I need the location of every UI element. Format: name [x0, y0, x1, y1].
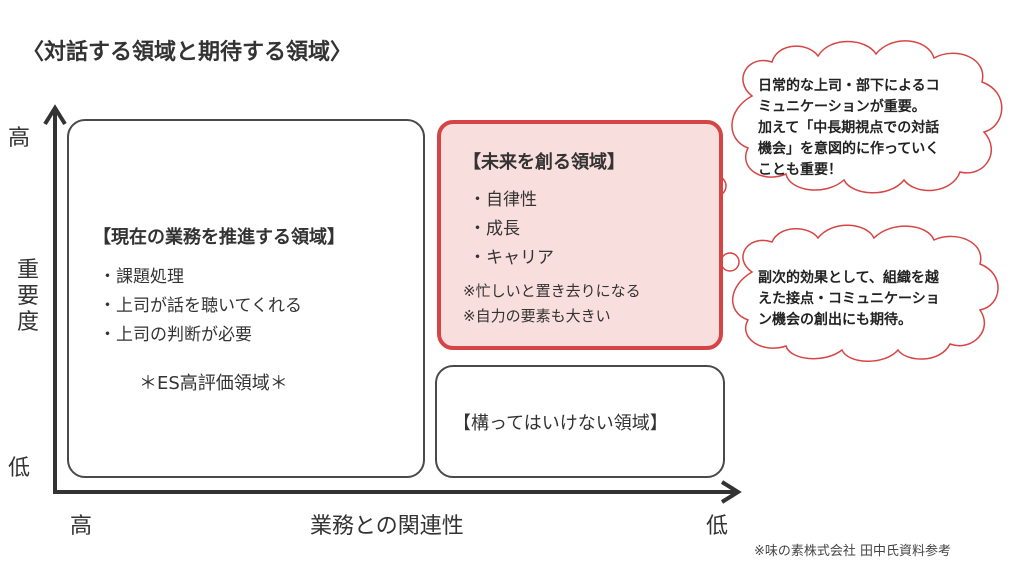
bullet-list: ・課題処理 ・上司が話を聴いてくれる ・上司の判断が必要 — [99, 263, 302, 350]
page-title: 〈対話する領域と期待する領域〉 — [22, 40, 353, 65]
quadrant-note: ※自力の要素も大きい — [463, 307, 611, 325]
quadrant-note: ※忙しいと置き去りになる — [463, 282, 641, 300]
callout-line: ミュニケーションが重要。 — [758, 99, 926, 115]
cloud-bottom-shape — [731, 224, 999, 362]
source-credit: ※味の素株式会社 田中氏資料参考 — [754, 544, 952, 559]
x-axis-title: 業務との関連性 — [310, 514, 464, 539]
quadrant-do-not-touch: 【構ってはいけない領域】 — [435, 365, 725, 478]
callout-line: 加えて「中長期視点での対話 — [758, 120, 940, 136]
y-axis-title-char: 度 — [16, 310, 39, 335]
list-item: ・成長 — [469, 219, 520, 239]
callout-line: ン機会の創出にも期待。 — [758, 312, 912, 328]
quadrant-future-creation: 【未来を創る領域】 ・自律性 ・成長 ・キャリア ※忙しいと置き去りになる ※自… — [437, 120, 723, 350]
y-axis-title-char: 要 — [16, 284, 39, 309]
bullet-list: ・自律性 ・成長 ・キャリア — [469, 186, 554, 273]
callout-bottom-text: 副次的効果として、組織を越 えた接点・コミュニケーショ ン機会の創出にも期待。 — [758, 268, 970, 331]
x-axis-arrow-icon — [720, 480, 742, 504]
cloud-top-shape — [731, 40, 1003, 194]
callout-line: 機会」を意図的に作っていく — [758, 141, 940, 157]
callout-line: 日常的な上司・部下によるコ — [758, 78, 940, 94]
y-axis-low-label: 低 — [8, 456, 31, 481]
callout-line: 副次的効果として、組織を越 — [758, 270, 939, 286]
y-axis-title-char: 重 — [16, 258, 39, 283]
list-item: ・自律性 — [469, 190, 537, 210]
list-item: ・キャリア — [469, 248, 554, 268]
quadrant-title: 【現在の業務を推進する領域】 — [93, 227, 345, 248]
x-axis-low-label: 低 — [706, 514, 729, 539]
quadrant-title: 【構ってはいけない領域】 — [453, 413, 668, 434]
es-rating-label: ＊ES高評価領域＊ — [139, 373, 288, 394]
y-axis-arrow-icon — [43, 104, 67, 126]
list-item: ・上司が話を聴いてくれる — [99, 296, 302, 316]
x-axis-high-label: 高 — [70, 514, 93, 539]
y-axis-title: 重 要 度 — [8, 258, 48, 336]
list-item: ・課題処理 — [99, 267, 184, 287]
callout-top-text: 日常的な上司・部下によるコ ミュニケーションが重要。 加えて「中長期視点での対話… — [758, 76, 978, 181]
quadrant-current-business: 【現在の業務を推進する領域】 ・課題処理 ・上司が話を聴いてくれる ・上司の判断… — [67, 119, 425, 478]
list-item: ・上司の判断が必要 — [99, 325, 252, 345]
callout-line: えた接点・コミュニケーショ — [758, 291, 940, 307]
y-axis-high-label: 高 — [8, 126, 31, 151]
callout-line: ことも重要！ — [758, 162, 842, 178]
quadrant-title: 【未来を創る領域】 — [463, 152, 625, 173]
